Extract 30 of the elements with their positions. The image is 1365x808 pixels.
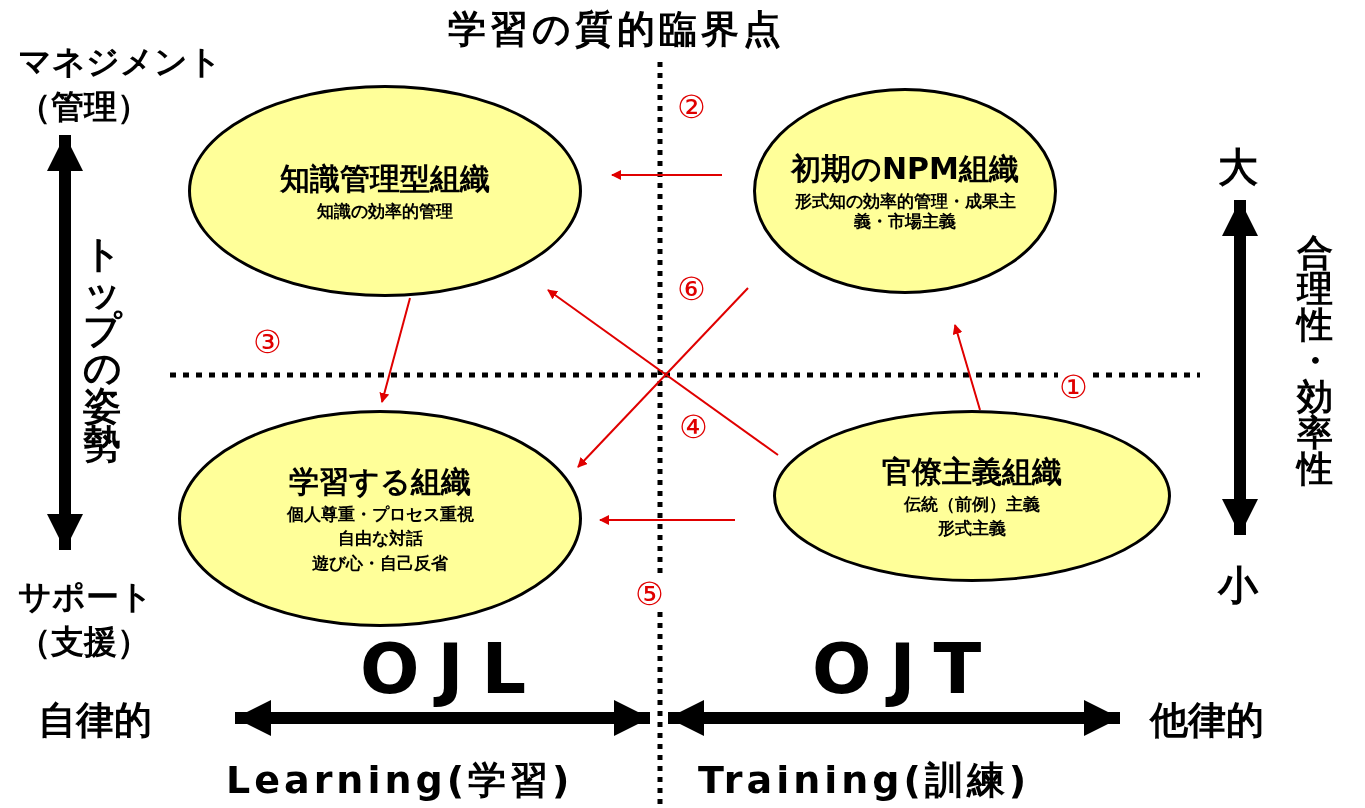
- method-label: OJL: [360, 628, 545, 710]
- node-title: 知識管理型組織: [280, 160, 490, 197]
- axis-label: 自律的: [38, 697, 152, 744]
- node-text: 形式知の効率的管理・成果主義・市場主義: [793, 190, 1017, 232]
- node-text: 自由な対話: [337, 528, 423, 549]
- node-title: 初期のNPM組織: [791, 150, 1019, 187]
- axis-label: Training(訓練): [698, 757, 1031, 804]
- arrow: [952, 324, 981, 411]
- axis-label: トップの姿勢: [82, 235, 122, 463]
- arrow: [577, 287, 749, 468]
- axis-label: 合理性・効率性: [1296, 235, 1334, 487]
- arrow: [379, 297, 411, 403]
- node-title: 学習する組織: [289, 463, 471, 500]
- arrow: [547, 289, 779, 456]
- node-text: 形式主義: [938, 518, 1006, 539]
- scale-label: 大: [1218, 143, 1258, 192]
- axis-label: Learning(学習): [226, 757, 574, 804]
- scale-label: 小: [1218, 561, 1258, 610]
- node-text: 個人尊重・プロセス重視: [286, 503, 474, 525]
- arrow: [611, 170, 723, 180]
- node-text: 知識の効率的管理: [317, 200, 453, 222]
- arrow: [599, 515, 736, 525]
- diagram-title: 学習の質的臨界点: [448, 6, 785, 53]
- axis-label: マネジメント（管理）: [18, 41, 223, 128]
- method-label: OJT: [812, 628, 1000, 710]
- node-text: 遊び心・自己反省: [312, 552, 448, 574]
- axis-label: 他律的: [1150, 697, 1264, 744]
- node-title: 官僚主義組織: [882, 453, 1062, 490]
- axis-label: サポート（支援）: [18, 576, 154, 663]
- node-text: 伝統（前例）主義: [904, 493, 1040, 514]
